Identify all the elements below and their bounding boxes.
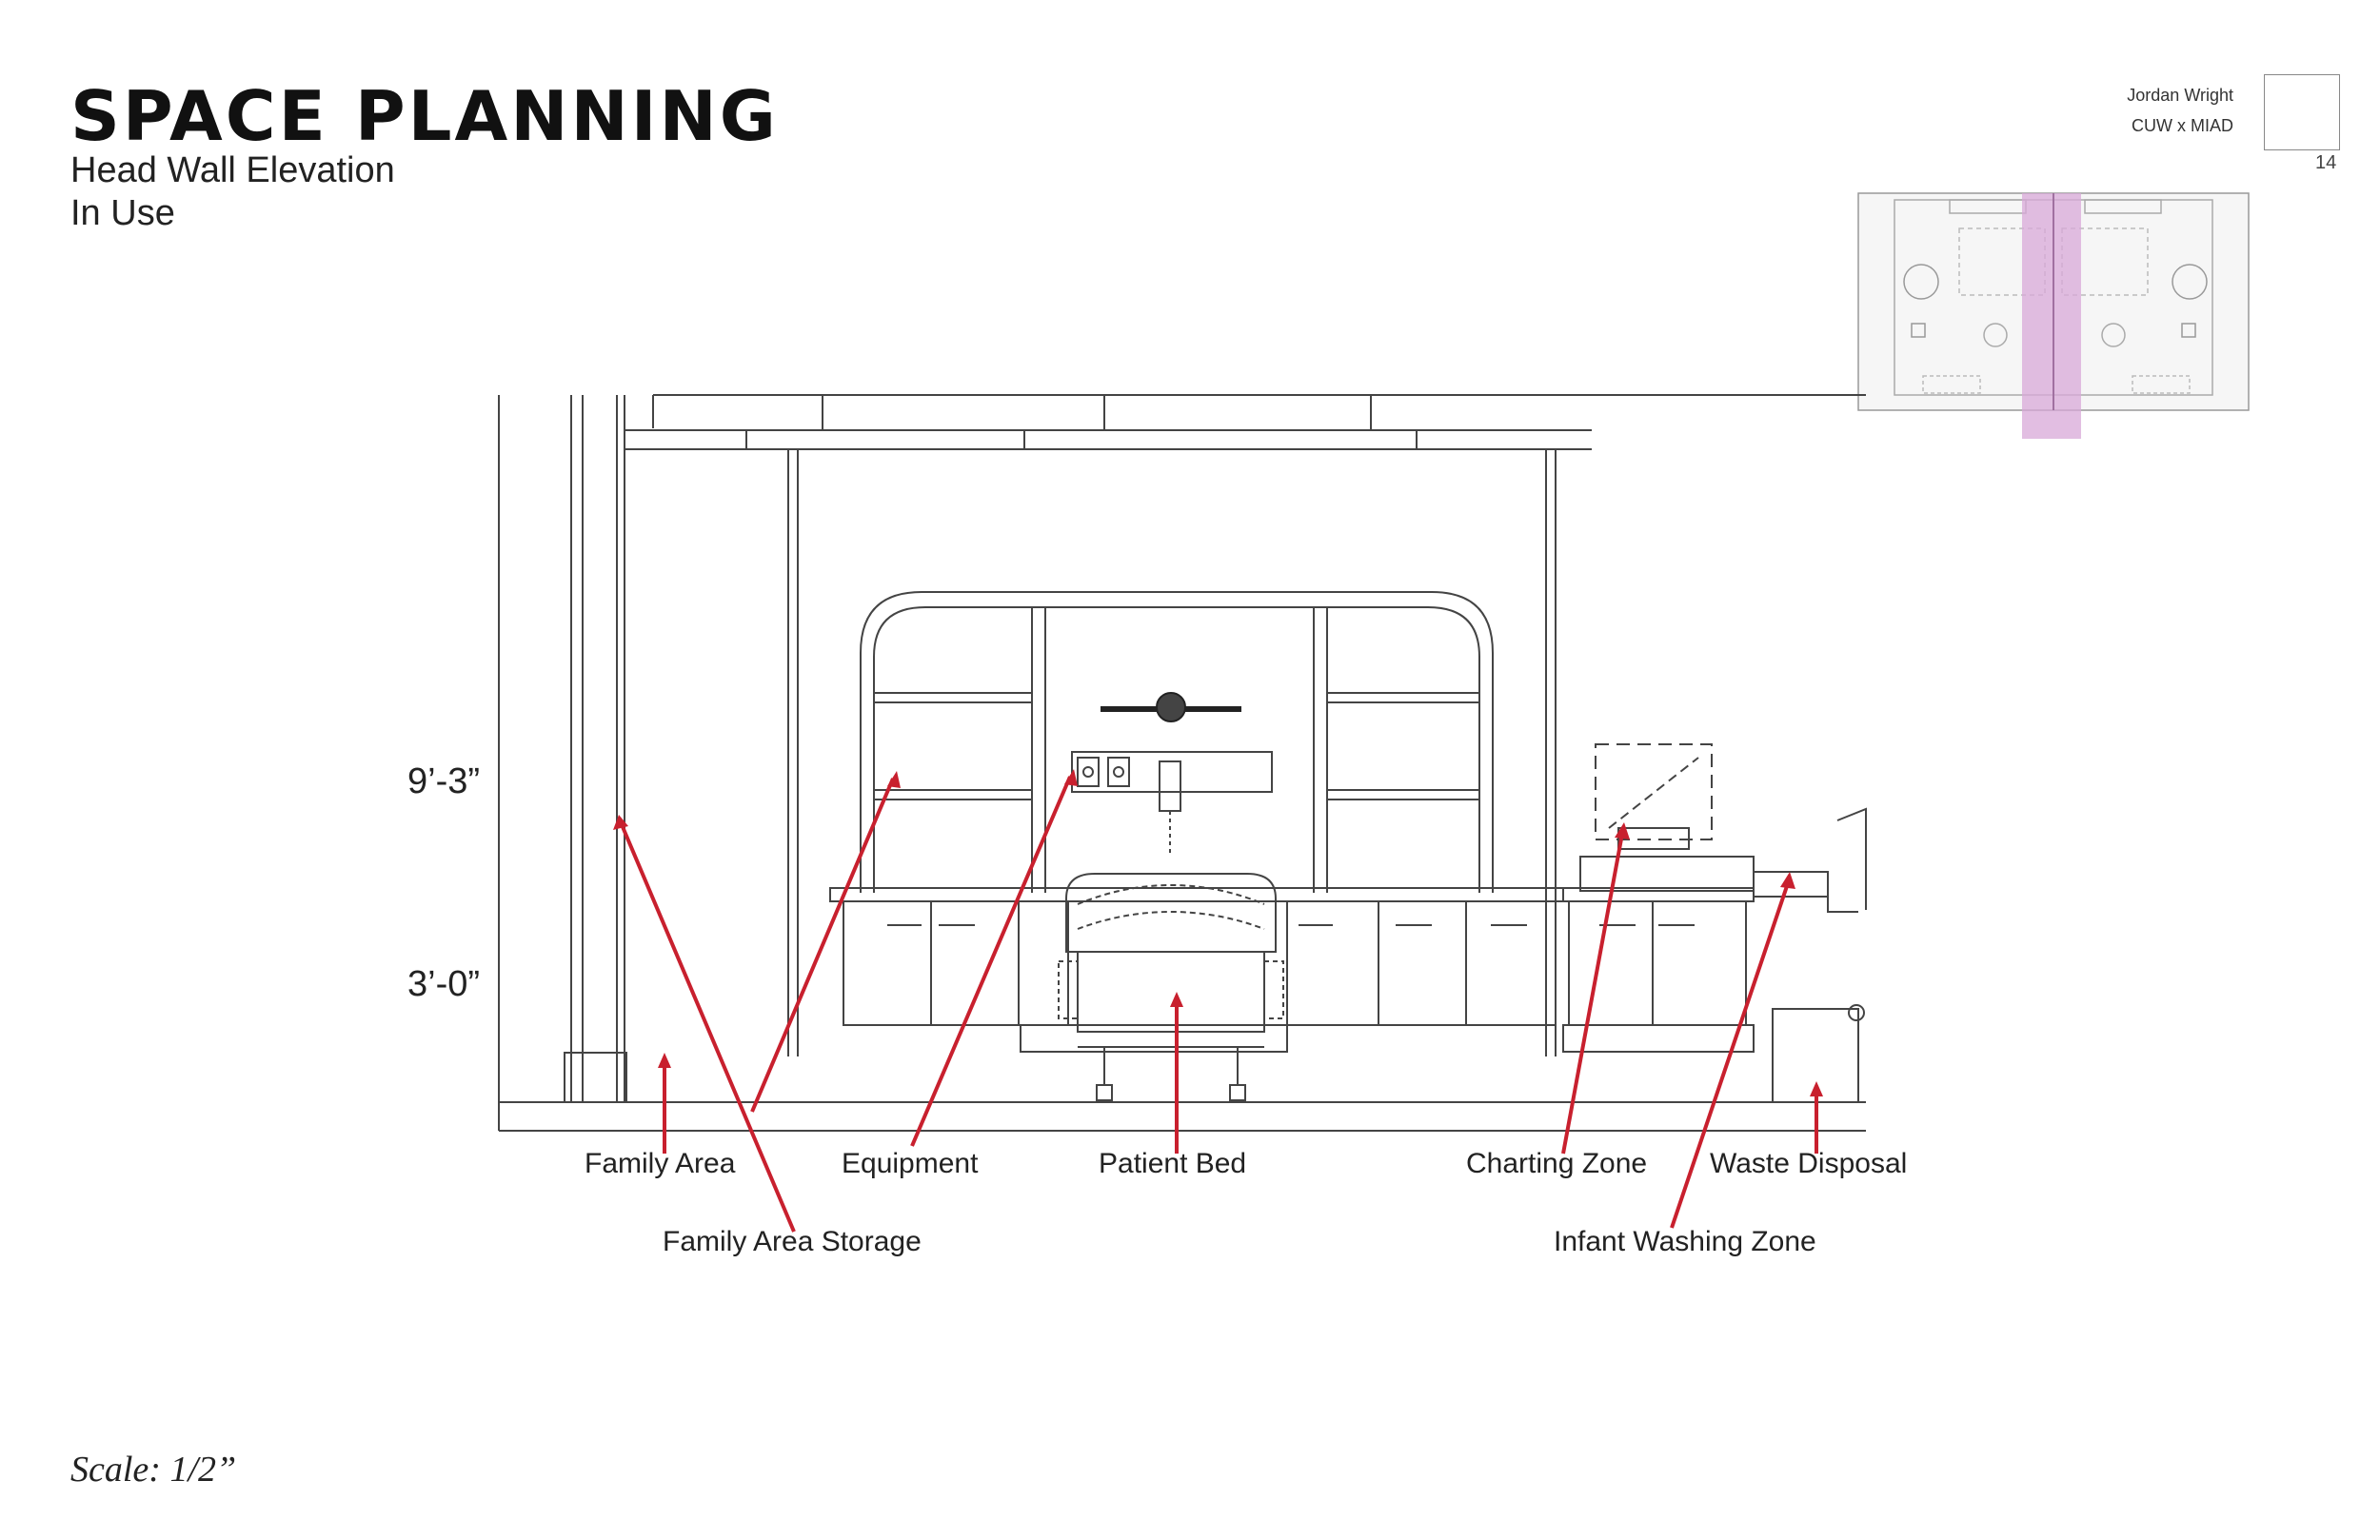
- label-infant-washing-zone: Infant Washing Zone: [1554, 1226, 1816, 1257]
- annotation-leaders: [619, 776, 1818, 1233]
- subtitle-line-2: In Use: [70, 193, 175, 233]
- equipment-rail: [1071, 751, 1273, 857]
- author-block: Jordan Wright CUW x MIAD: [2127, 80, 2233, 141]
- label-family-area-storage: Family Area Storage: [663, 1226, 922, 1257]
- exam-light: [1101, 692, 1241, 722]
- label-patient-bed: Patient Bed: [1099, 1148, 1247, 1179]
- scale-note: Scale: 1/2”: [70, 1450, 237, 1490]
- page-title: SPACE PLANNING: [70, 76, 779, 156]
- room-outline: [498, 395, 1866, 1132]
- ceiling: [625, 394, 1866, 1056]
- infant-washing-station: [1754, 807, 1867, 1103]
- patient-bed: [1058, 873, 1284, 1101]
- charting-station: [1579, 743, 1755, 892]
- jw-logo: [2264, 74, 2340, 150]
- annotation-arrowheads: [613, 769, 1823, 1096]
- casework: [829, 887, 1755, 1053]
- author-name: Jordan Wright: [2127, 86, 2233, 105]
- label-equipment: Equipment: [842, 1148, 979, 1179]
- key-plan: [1857, 192, 2250, 439]
- subtitle-line-1: Head Wall Elevation: [70, 150, 395, 190]
- label-waste-disposal: Waste Disposal: [1710, 1148, 1908, 1179]
- dimension-upper: 9’-3”: [407, 761, 481, 801]
- page-number: 14: [2315, 152, 2337, 173]
- label-family-area: Family Area: [585, 1148, 736, 1179]
- label-charting-zone: Charting Zone: [1466, 1148, 1648, 1179]
- head-wall-shelving: [860, 591, 1494, 893]
- author-org: CUW x MIAD: [2132, 116, 2233, 135]
- dimension-lower: 3’-0”: [407, 964, 481, 1004]
